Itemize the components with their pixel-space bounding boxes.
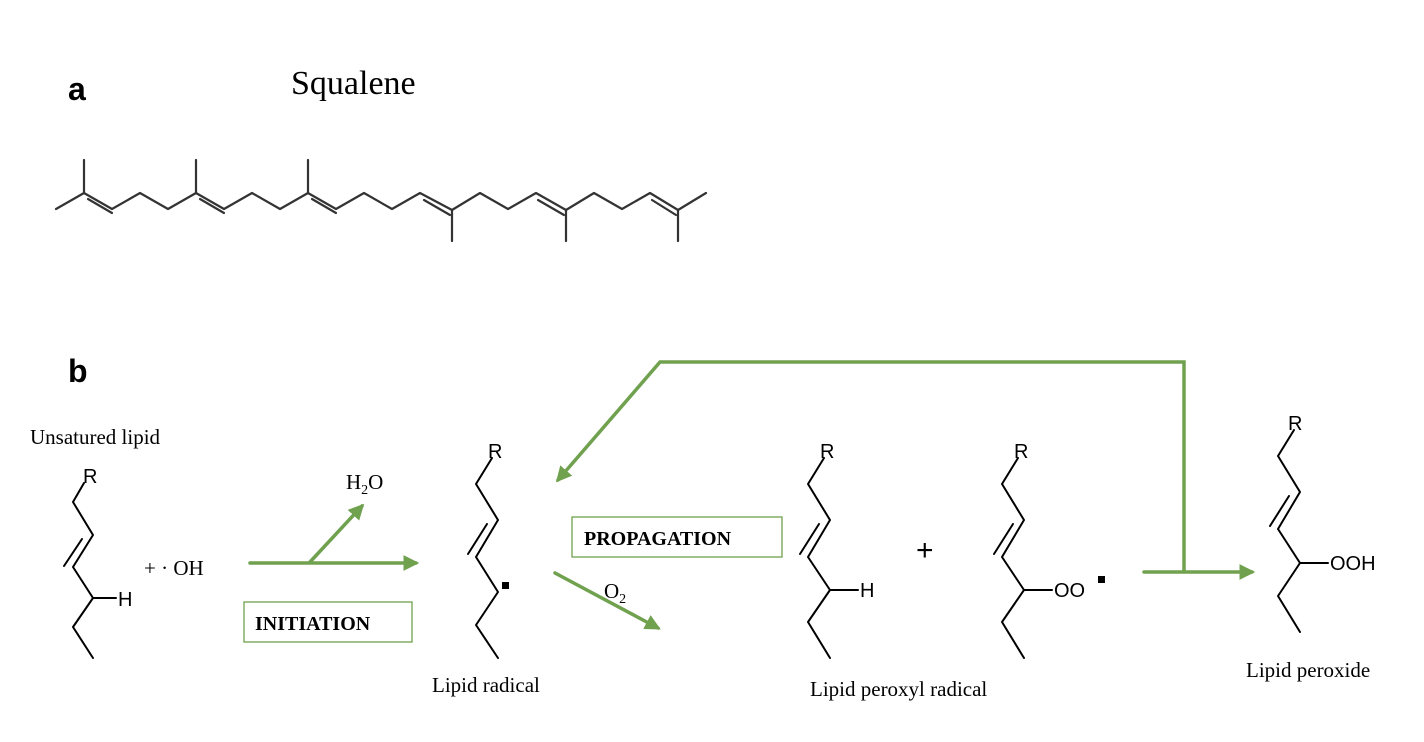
lipid-reactant-h: H <box>860 580 874 602</box>
initiation-label: INITIATION <box>255 613 371 635</box>
peroxyl-radical-dot <box>1098 576 1105 583</box>
lipid-reactant-structure <box>799 457 859 659</box>
lipid-peroxide-structure <box>1269 429 1329 633</box>
water-release-arrow <box>308 503 365 564</box>
unsaturated-lipid-label: Unsatured lipid <box>30 425 161 449</box>
hydroxyl-radical: + · OH <box>144 556 204 580</box>
propagation-label: PROPAGATION <box>584 528 732 550</box>
peroxyl-r: R <box>1014 441 1028 463</box>
oxygen-label: O2 <box>604 579 626 607</box>
plus-sign: + <box>916 534 934 567</box>
panel-a-letter: a <box>68 71 86 107</box>
unsaturated-lipid-r: R <box>83 466 97 488</box>
peroxide-ooh: OOH <box>1330 553 1376 575</box>
lipid-peroxyl-radical-structure <box>993 457 1053 659</box>
radical-regeneration-loop <box>555 360 1186 574</box>
unsaturated-lipid-h: H <box>118 589 132 611</box>
lipid-peroxyl-radical-label: Lipid peroxyl radical <box>810 677 987 701</box>
squalene-title: Squalene <box>291 65 416 102</box>
lipid-radical-dot <box>502 582 509 589</box>
oxygen-addition-arrow <box>553 571 661 630</box>
lipid-radical-r: R <box>488 441 502 463</box>
lipid-reactant-r: R <box>820 441 834 463</box>
panel-b-letter: b <box>68 353 88 389</box>
peroxyl-oo: OO <box>1054 580 1085 602</box>
lipid-radical-structure <box>467 457 499 659</box>
lipid-radical-label: Lipid radical <box>432 673 540 697</box>
lipid-peroxide-label: Lipid peroxide <box>1246 658 1370 682</box>
water-label: H2O <box>346 470 383 498</box>
peroxide-r: R <box>1288 413 1302 435</box>
initiation-box <box>243 601 413 643</box>
unsaturated-lipid-structure <box>63 482 117 659</box>
squalene-structure <box>54 158 708 243</box>
propagation-box <box>571 516 783 558</box>
